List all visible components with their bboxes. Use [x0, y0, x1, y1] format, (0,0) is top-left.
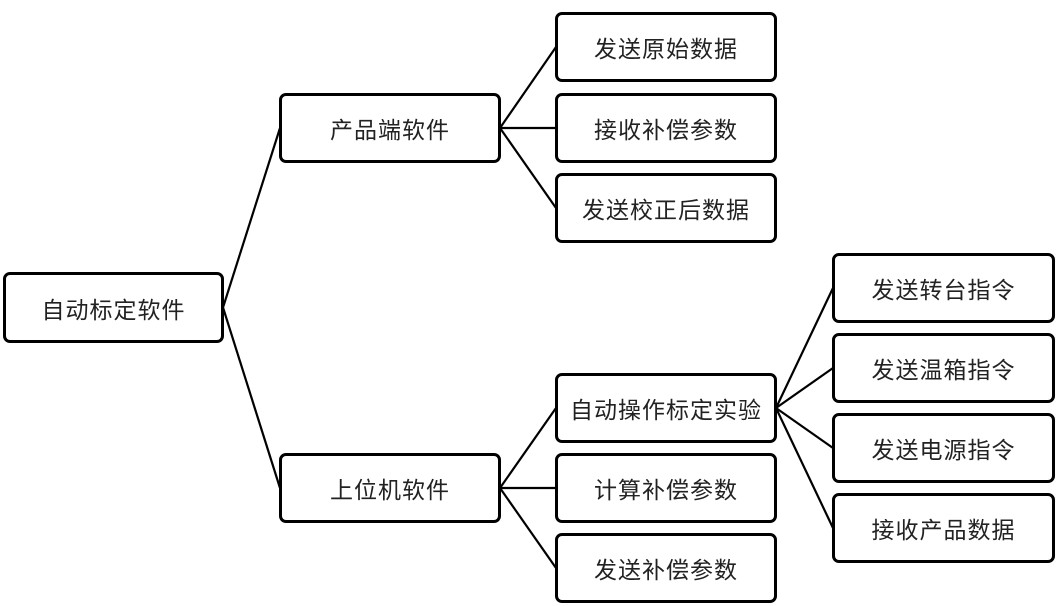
node-send-raw-data: 发送原始数据 [555, 12, 777, 82]
node-label: 发送电源指令 [871, 438, 1016, 464]
node-label: 发送温箱指令 [871, 358, 1016, 384]
node-label: 产品端软件 [330, 118, 450, 144]
node-label: 自动标定软件 [41, 297, 186, 324]
node-receive-compensation-params: 接收补偿参数 [555, 93, 777, 163]
node-label: 自动操作标定实验 [570, 398, 762, 424]
connector-auto-calibration-experiment-to-send-thermal-chamber-command [775, 367, 834, 409]
node-label: 发送补偿参数 [594, 558, 738, 584]
connector-host-computer-software-to-auto-calibration-experiment [499, 407, 557, 489]
connector-root-auto-calibration-software-to-product-side-software [221, 127, 282, 308]
node-send-corrected-data: 发送校正后数据 [555, 173, 777, 243]
node-send-turntable-command: 发送转台指令 [832, 253, 1055, 323]
node-host-computer-software: 上位机软件 [279, 453, 501, 523]
node-send-thermal-chamber-command: 发送温箱指令 [832, 333, 1055, 403]
node-send-power-supply-command: 发送电源指令 [832, 413, 1055, 483]
node-send-compensation-params: 发送补偿参数 [555, 533, 777, 603]
node-label: 计算补偿参数 [594, 478, 738, 504]
node-compute-compensation-params: 计算补偿参数 [555, 453, 777, 523]
node-label: 发送原始数据 [594, 37, 738, 63]
connector-auto-calibration-experiment-to-receive-product-data [775, 407, 834, 529]
node-label: 发送校正后数据 [582, 198, 750, 224]
node-label: 接收产品数据 [871, 518, 1016, 544]
connector-auto-calibration-experiment-to-send-power-supply-command [775, 407, 834, 449]
connector-product-side-software-to-send-corrected-data [499, 127, 557, 209]
connector-product-side-software-to-send-raw-data [499, 46, 557, 129]
node-auto-calibration-experiment: 自动操作标定实验 [555, 373, 777, 443]
node-label: 上位机软件 [330, 478, 450, 504]
node-root-auto-calibration-software: 自动标定软件 [3, 272, 224, 343]
node-product-side-software: 产品端软件 [279, 93, 501, 163]
node-label: 发送转台指令 [871, 278, 1016, 304]
node-label: 接收补偿参数 [594, 118, 738, 144]
connector-host-computer-software-to-send-compensation-params [499, 487, 557, 569]
connector-auto-calibration-experiment-to-send-turntable-command [775, 287, 834, 409]
connector-root-auto-calibration-software-to-host-computer-software [221, 307, 282, 489]
node-receive-product-data: 接收产品数据 [832, 493, 1055, 563]
